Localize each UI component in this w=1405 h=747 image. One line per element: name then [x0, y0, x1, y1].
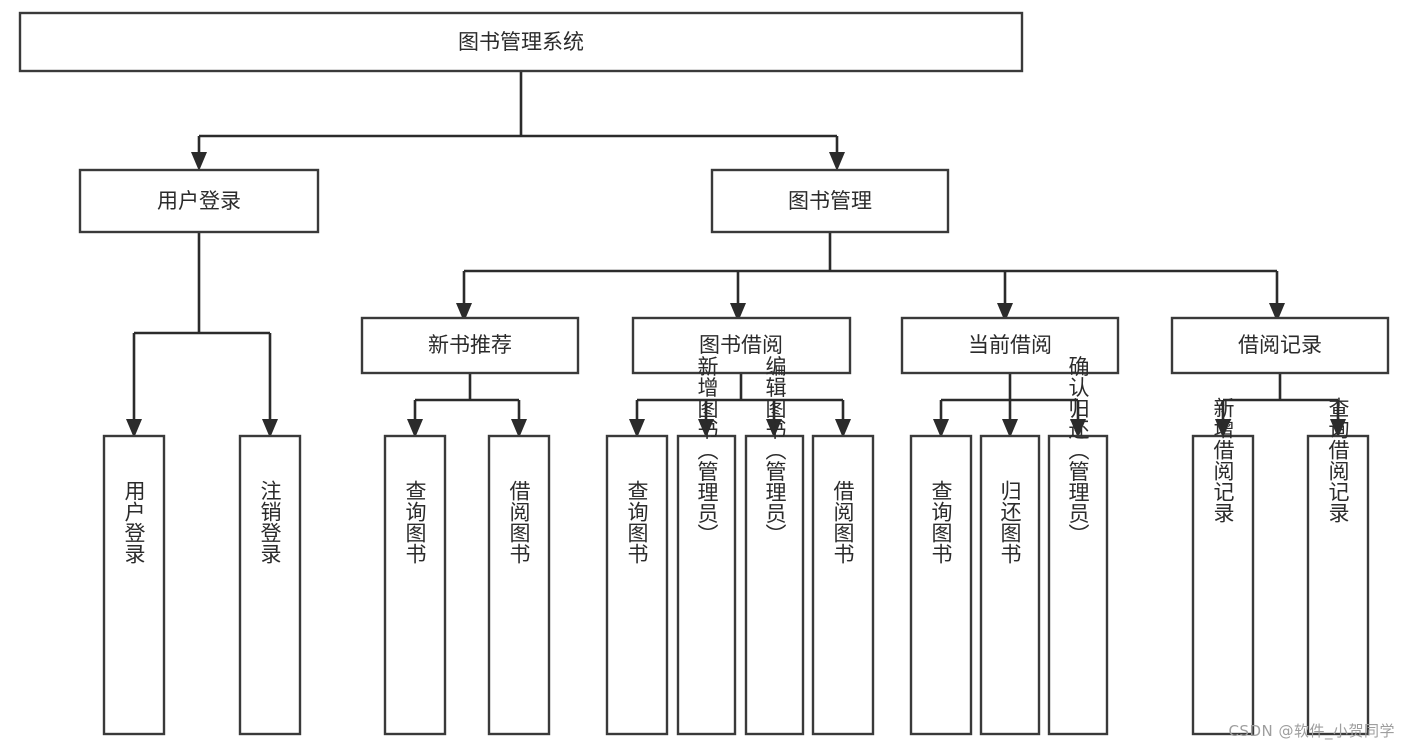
node-leaf-user-login-box[interactable]: [102, 434, 166, 736]
node-leaf-borrow-book-2-label: 借阅图书: [831, 480, 855, 564]
node-borrow-record-label: 借阅记录: [1238, 333, 1322, 357]
node-leaf-query-book-2-box[interactable]: [605, 434, 669, 736]
node-current-borrow-label: 当前借阅: [968, 333, 1052, 357]
node-leaf-confirm-return-label: 确认归还（管理员）: [1066, 356, 1090, 545]
node-book-manage-label: 图书管理: [788, 189, 872, 213]
node-leaf-add-record-label: 新增借阅记录: [1211, 397, 1235, 523]
node-leaf-borrow-book-2[interactable]: 借阅图书: [811, 434, 875, 736]
node-leaf-borrow-book-1-box[interactable]: [487, 434, 551, 736]
arrow-root-to-book-manage: [829, 152, 845, 171]
node-leaf-return-book[interactable]: 归还图书: [979, 434, 1041, 736]
node-leaf-confirm-return-box[interactable]: [1047, 434, 1109, 736]
node-user-login-box[interactable]: [78, 168, 320, 234]
node-leaf-return-book-label: 归还图书: [998, 480, 1022, 564]
node-leaf-user-logout-box[interactable]: [238, 434, 302, 736]
node-user-login-label: 用户登录: [157, 189, 241, 213]
node-leaf-query-book-1-label: 查询图书: [403, 480, 427, 564]
node-leaf-query-book-3[interactable]: 查询图书: [909, 434, 973, 736]
node-leaf-edit-book-box[interactable]: [744, 434, 805, 736]
node-leaf-borrow-book-1-label: 借阅图书: [507, 480, 531, 564]
node-root-label: 图书管理系统: [458, 30, 584, 54]
node-leaf-query-record-label: 查询借阅记录: [1326, 397, 1350, 523]
node-book-manage[interactable]: 图书管理: [710, 168, 950, 234]
node-leaf-borrow-book-2-box[interactable]: [811, 434, 875, 736]
node-leaf-user-login[interactable]: 用户登录: [102, 434, 166, 736]
node-leaf-query-book-2[interactable]: 查询图书: [605, 434, 669, 736]
arrow-root-to-user-login: [191, 152, 207, 171]
node-new-book-recommend-label: 新书推荐: [428, 333, 512, 357]
node-leaf-edit-book-label: 编辑图书（管理员）: [763, 356, 787, 545]
node-borrow-record-box[interactable]: [1170, 316, 1390, 375]
node-leaf-user-login-label: 用户登录: [122, 480, 146, 564]
node-leaf-add-book-box[interactable]: [676, 434, 737, 736]
node-leaf-user-logout-label: 注销登录: [258, 480, 282, 564]
node-leaf-add-record-box[interactable]: [1191, 434, 1255, 736]
node-new-book-recommend-box[interactable]: [360, 316, 580, 375]
node-book-manage-box[interactable]: [710, 168, 950, 234]
node-leaf-add-book[interactable]: 新增图书（管理员）: [676, 356, 737, 736]
node-borrow-record[interactable]: 借阅记录: [1170, 316, 1390, 375]
node-book-borrow-box[interactable]: [631, 316, 852, 375]
node-leaf-query-book-1[interactable]: 查询图书: [383, 434, 447, 736]
node-user-login[interactable]: 用户登录: [78, 168, 320, 234]
node-leaf-add-book-label: 新增图书（管理员）: [695, 356, 719, 545]
node-leaf-query-record-box[interactable]: [1306, 434, 1370, 736]
node-leaf-query-book-3-label: 查询图书: [929, 480, 953, 564]
node-leaf-user-logout[interactable]: 注销登录: [238, 434, 302, 736]
node-root[interactable]: 图书管理系统: [18, 11, 1024, 73]
node-current-borrow-box[interactable]: [900, 316, 1120, 375]
node-new-book-recommend[interactable]: 新书推荐: [360, 316, 580, 375]
node-leaf-borrow-book-1[interactable]: 借阅图书: [487, 434, 551, 736]
node-book-borrow-label: 图书借阅: [699, 333, 783, 357]
node-leaf-query-book-2-label: 查询图书: [625, 480, 649, 564]
edge-layer: [126, 71, 1346, 438]
node-root-box[interactable]: [18, 11, 1024, 73]
node-leaf-query-book-1-box[interactable]: [383, 434, 447, 736]
node-leaf-add-record[interactable]: 新增借阅记录: [1191, 397, 1255, 736]
node-leaf-query-record[interactable]: 查询借阅记录: [1306, 397, 1370, 736]
node-book-borrow[interactable]: 图书借阅: [631, 316, 852, 375]
node-leaf-edit-book[interactable]: 编辑图书（管理员）: [744, 356, 805, 736]
node-current-borrow[interactable]: 当前借阅: [900, 316, 1120, 375]
node-leaf-return-book-box[interactable]: [979, 434, 1041, 736]
node-leaf-confirm-return[interactable]: 确认归还（管理员）: [1047, 356, 1109, 736]
node-leaf-query-book-3-box[interactable]: [909, 434, 973, 736]
